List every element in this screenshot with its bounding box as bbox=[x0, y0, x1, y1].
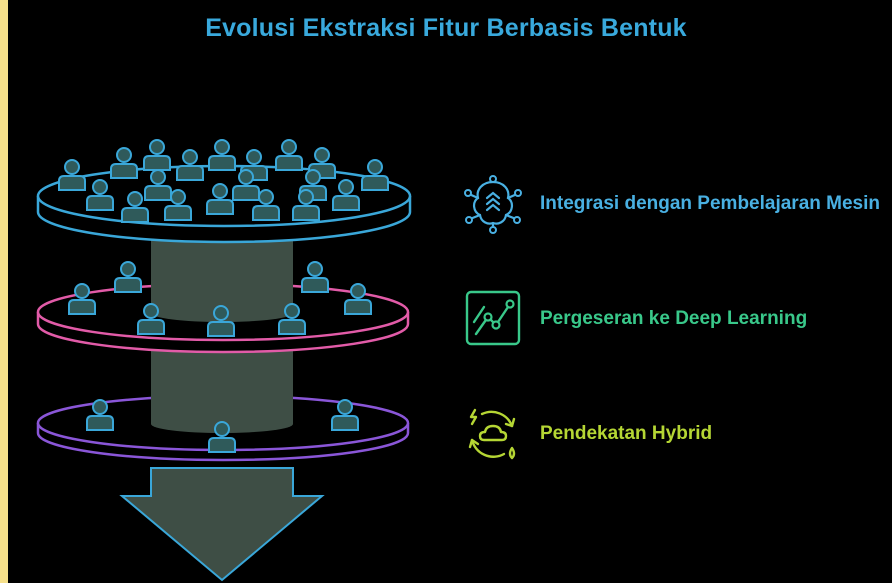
item-label: Integrasi dengan Pembelajaran Mesin bbox=[540, 192, 880, 214]
item-deep-learning: Pergeseran ke Deep Learning bbox=[462, 287, 880, 349]
cycle-cloud-icon bbox=[468, 408, 516, 460]
item-integration: Integrasi dengan Pembelajaran Mesin bbox=[462, 172, 880, 234]
item-hybrid: Pendekatan Hybrid bbox=[462, 402, 880, 464]
diagram-title: Evolusi Ekstraksi Fitur Berbasis Bentuk bbox=[205, 14, 687, 42]
line-chart-icon bbox=[465, 290, 521, 346]
item-label: Pendekatan Hybrid bbox=[540, 422, 713, 444]
brain-network-icon bbox=[464, 175, 522, 234]
funnel-column-lower bbox=[151, 348, 293, 433]
funnel-column-middle bbox=[151, 232, 293, 322]
item-label: Pergeseran ke Deep Learning bbox=[540, 307, 808, 329]
funnel-arrow bbox=[119, 467, 325, 582]
